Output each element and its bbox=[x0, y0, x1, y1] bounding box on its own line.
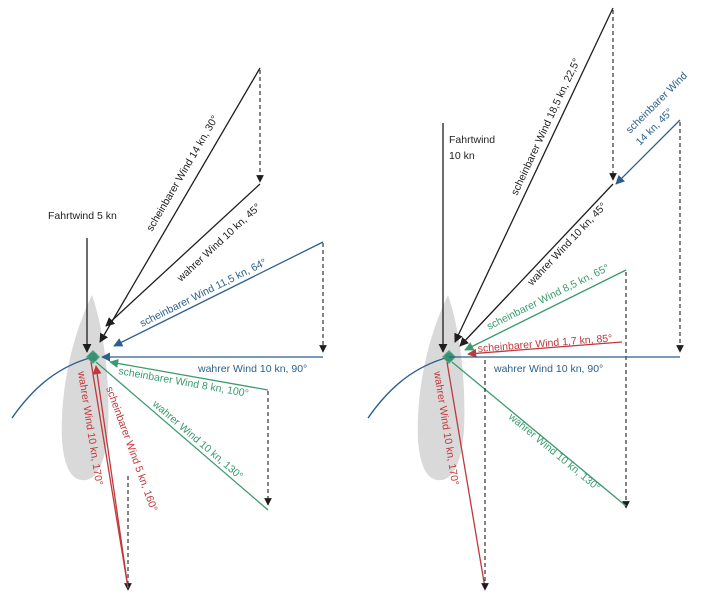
left-apparent-30-label: scheinbarer Wind 14 kn, 30° bbox=[144, 113, 221, 233]
right-course-curve bbox=[367, 356, 450, 419]
left-fahrtwind-label: Fahrtwind 5 kn bbox=[48, 210, 117, 222]
right-apparent-45-arrow bbox=[615, 119, 681, 185]
left-true-130-label: wahrer Wind 10 kn, 130° bbox=[149, 398, 245, 483]
right-true-130-label: wahrer Wind 10 kn, 130° bbox=[505, 410, 602, 493]
right-apparent-22-label: scheinbarer Wind 18,5 kn, 22,5° bbox=[509, 57, 583, 198]
left-course-curve bbox=[11, 356, 94, 419]
right-true-45-arrow bbox=[459, 183, 614, 347]
right-apparent-85-label: scheinbarer Wind 1,7 kn, 85° bbox=[477, 332, 612, 355]
left-boat-hull bbox=[61, 295, 109, 481]
left-true-130-line bbox=[95, 361, 269, 511]
left-diagram: Fahrtwind 5 kn scheinbarer Wind 14 kn, 3… bbox=[11, 67, 327, 591]
left-true-90-label: wahrer Wind 10 kn, 90° bbox=[197, 363, 307, 375]
left-true-170-line bbox=[90, 361, 129, 589]
left-origin-marker bbox=[86, 350, 100, 364]
right-apparent-65-arrow bbox=[464, 269, 627, 351]
right-true-170-line bbox=[446, 361, 486, 589]
left-apparent-160-arrow bbox=[92, 365, 129, 589]
left-apparent-160-label: scheinbarer Wind 5 kn, 160° bbox=[103, 385, 159, 513]
left-apparent-64-arrow bbox=[113, 241, 324, 347]
left-apparent-100-arrow bbox=[109, 358, 269, 391]
right-apparent-22-arrow bbox=[454, 7, 614, 343]
left-apparent-30-arrow bbox=[99, 67, 261, 343]
right-boat-hull bbox=[417, 295, 465, 481]
right-fahrtwind-label-1: Fahrtwind bbox=[449, 134, 495, 146]
right-true-130-line bbox=[451, 361, 627, 507]
right-diagram: Fahrtwind 10 kn scheinbarer Wind 18,5 kn… bbox=[367, 7, 690, 591]
left-apparent-64-label: scheinbarer Wind 11,5 kn, 64° bbox=[138, 256, 269, 329]
left-true-45-arrow bbox=[105, 183, 261, 327]
right-true-90-label: wahrer Wind 10 kn, 90° bbox=[493, 363, 603, 375]
right-fahrtwind-label-2: 10 kn bbox=[449, 150, 475, 162]
right-apparent-85-arrow bbox=[467, 341, 623, 358]
